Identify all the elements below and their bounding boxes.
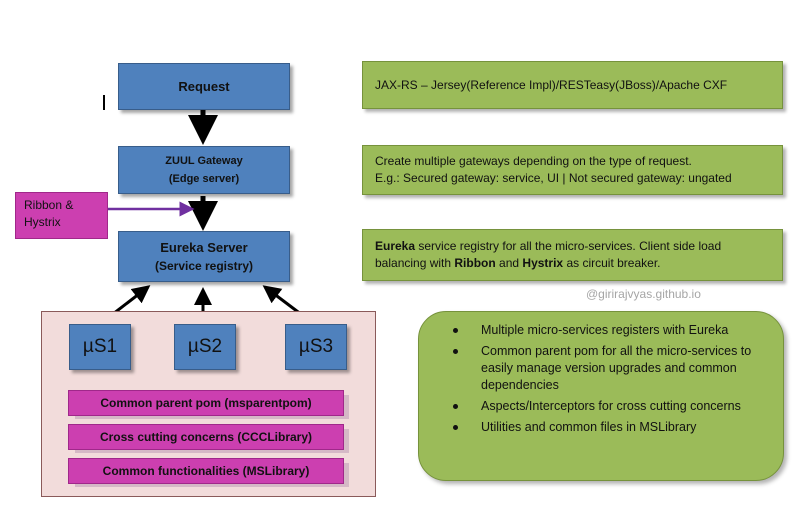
eureka-note-bold3: Hystrix (522, 256, 564, 270)
gateway-note-line1: Create multiple gateways depending on th… (375, 154, 692, 168)
eureka-note-text3: and (495, 256, 523, 270)
microservice-1-label: µS1 (82, 336, 118, 357)
eureka-subtitle: (Service registry) (154, 258, 254, 273)
zuul-subtitle: (Edge server) (168, 173, 240, 185)
bullet-text: Aspects/Interceptors for cross cutting c… (481, 399, 741, 413)
eureka-note-line1: Eureka service registry for all the micr… (375, 238, 774, 255)
ribbon-hystrix-box: Ribbon & Hystrix (15, 192, 108, 239)
eureka-note: Eureka service registry for all the micr… (362, 229, 783, 281)
bullet-dot-icon (453, 425, 458, 430)
bullet-dot-icon (453, 328, 458, 333)
jaxrs-note: JAX-RS – Jersey(Reference Impl)/RESTeasy… (362, 61, 783, 109)
jaxrs-note-text: JAX-RS – Jersey(Reference Impl)/RESTeasy… (375, 77, 728, 92)
hystrix-label: Hystrix (24, 215, 61, 229)
eureka-note-text2: balancing with (375, 256, 455, 270)
bullet-item: Utilities and common files in MSLibrary (453, 419, 765, 436)
bullet-text: Common parent pom for all the micro-serv… (481, 344, 752, 392)
bullet-dot-icon (453, 404, 458, 409)
bullet-item: Common parent pom for all the micro-serv… (453, 343, 765, 394)
text-cursor (103, 95, 105, 110)
library-ms: Common functionalities (MSLibrary) (68, 458, 344, 484)
request-box: Request (118, 63, 290, 110)
eureka-note-bold2: Ribbon (454, 256, 496, 270)
library-parent-pom: Common parent pom (msparentpom) (68, 390, 344, 416)
zuul-gateway-box: ZUUL Gateway (Edge server) (118, 146, 290, 194)
eureka-server-box: Eureka Server (Service registry) (118, 231, 290, 282)
microservice-3-label: µS3 (298, 336, 334, 357)
eureka-note-line2: balancing with Ribbon and Hystrix as cir… (375, 255, 774, 272)
microservice-2-label: µS2 (187, 336, 223, 357)
gateway-note: Create multiple gateways depending on th… (362, 145, 783, 195)
gateway-note-line2: E.g.: Secured gateway: service, UI | Not… (375, 171, 732, 185)
eureka-title: Eureka Server (160, 239, 248, 255)
eureka-note-bold1: Eureka (375, 239, 416, 253)
library-ccc-label: Cross cutting concerns (CCCLibrary) (99, 430, 313, 444)
bullet-text: Utilities and common files in MSLibrary (481, 420, 697, 434)
microservice-1: µS1 (69, 324, 131, 370)
eureka-note-text4: as circuit breaker. (563, 256, 661, 270)
library-parent-pom-label: Common parent pom (msparentpom) (100, 396, 312, 410)
request-title: Request (178, 78, 230, 94)
zuul-title: ZUUL Gateway (165, 155, 243, 167)
watermark: @girirajvyas.github.io (586, 287, 701, 301)
bullet-item: Multiple micro-services registers with E… (453, 322, 765, 339)
microservice-2: µS2 (174, 324, 236, 370)
bullet-dot-icon (453, 349, 458, 354)
microservice-3: µS3 (285, 324, 347, 370)
eureka-note-text1: service registry for all the micro-servi… (415, 239, 722, 253)
library-ccc: Cross cutting concerns (CCCLibrary) (68, 424, 344, 450)
library-ms-label: Common functionalities (MSLibrary) (102, 464, 310, 478)
summary-bullets-box: Multiple micro-services registers with E… (418, 311, 784, 481)
bullet-item: Aspects/Interceptors for cross cutting c… (453, 398, 765, 415)
bullet-text: Multiple micro-services registers with E… (481, 323, 729, 337)
summary-bullet-list: Multiple micro-services registers with E… (453, 322, 765, 436)
ribbon-label: Ribbon & (24, 198, 74, 212)
